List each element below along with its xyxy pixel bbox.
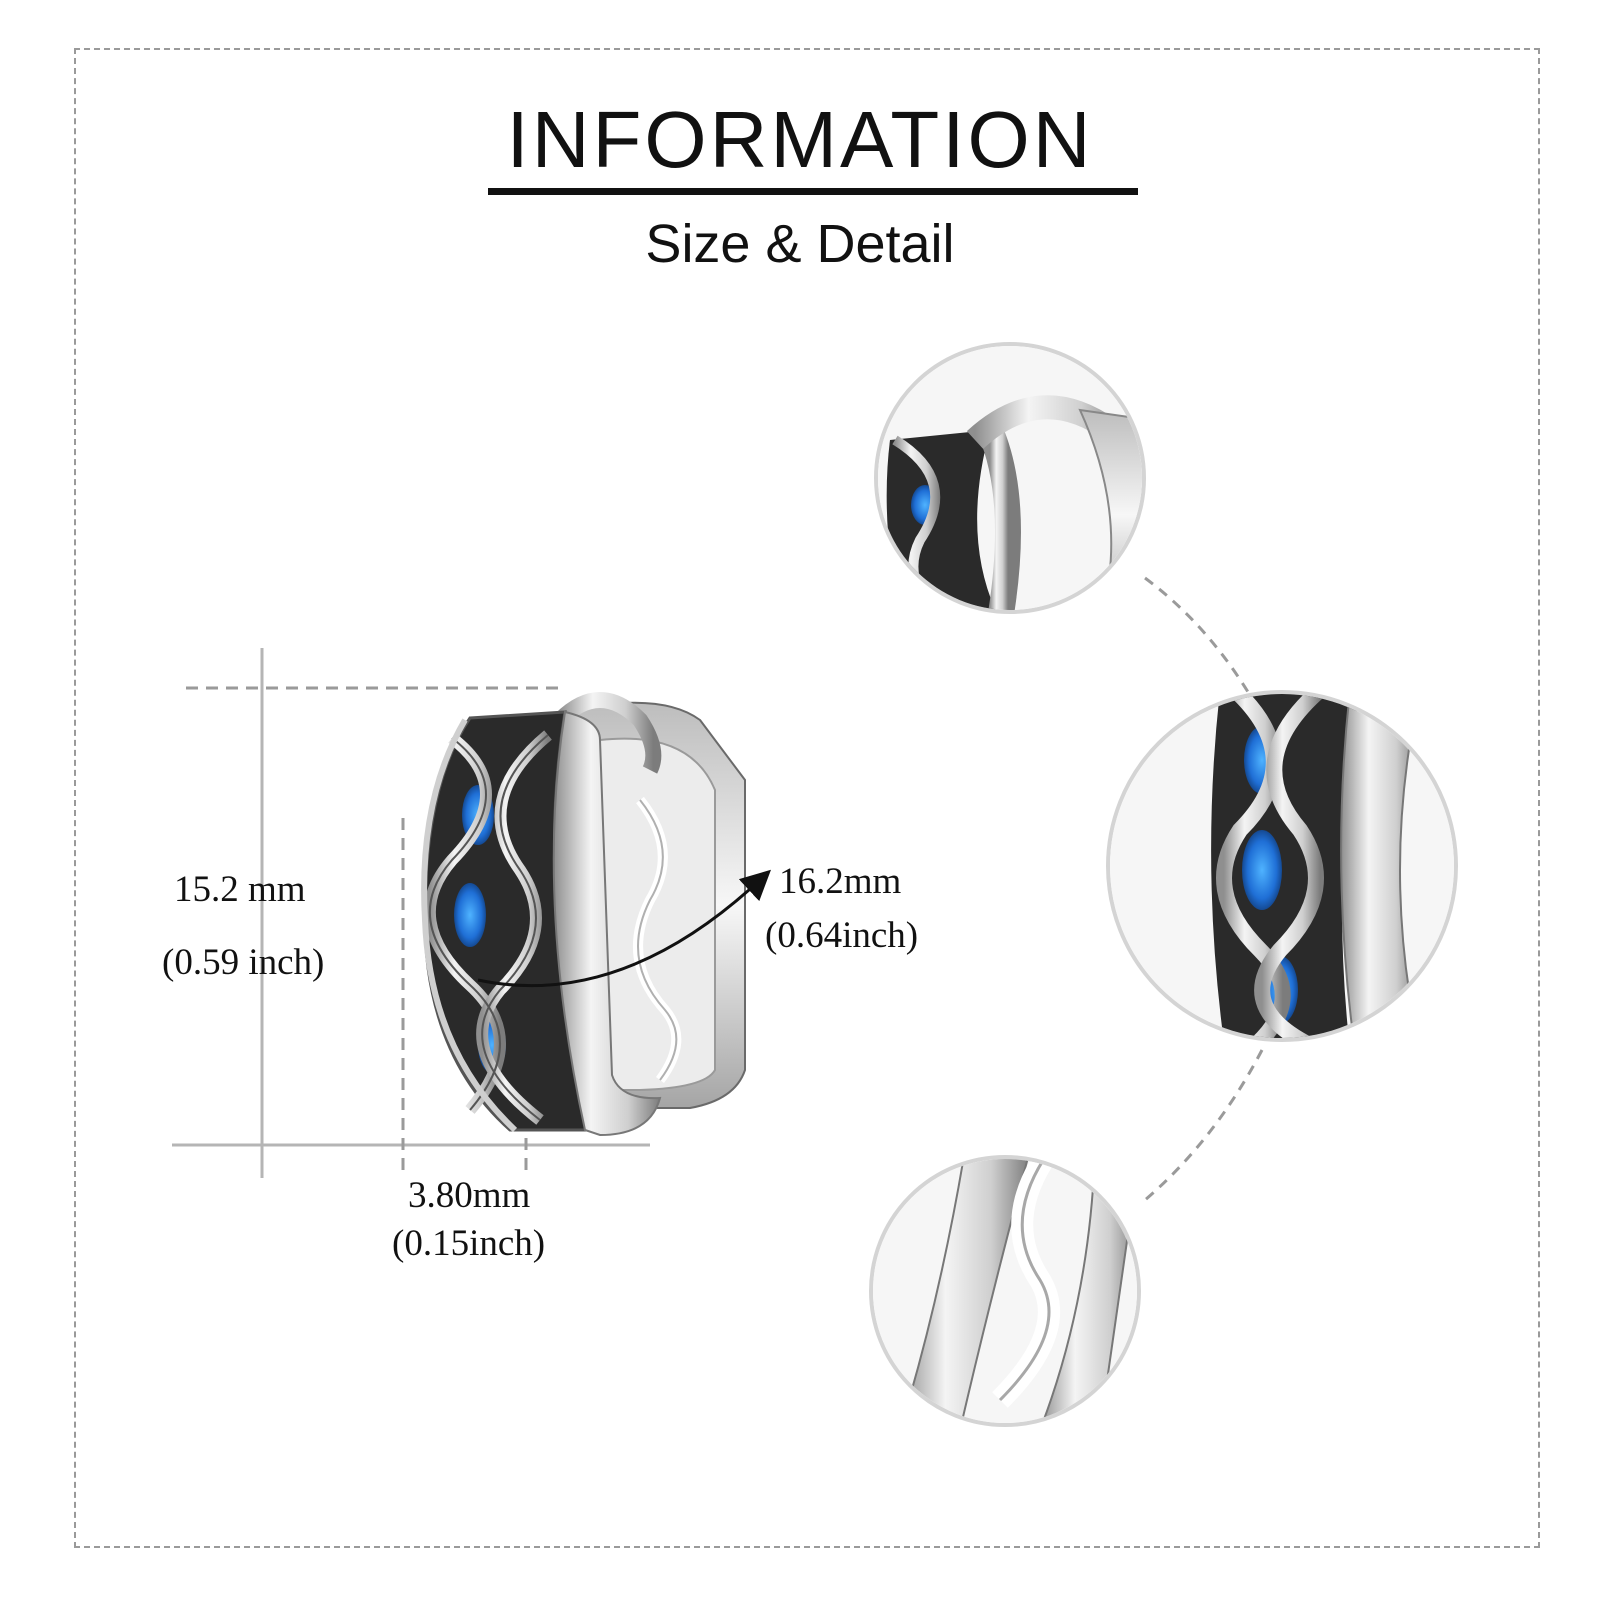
- hoop-earring: [421, 692, 746, 1137]
- detail-circle-hinge: [874, 342, 1146, 614]
- measurement-guides: [172, 648, 650, 1178]
- diameter-inch-label: (0.64inch): [765, 915, 919, 956]
- height-inch-label: (0.59 inch): [162, 942, 325, 983]
- page-subtitle: Size & Detail: [645, 214, 955, 274]
- detail-circle-inner: [869, 1155, 1141, 1427]
- width-inch-label: (0.15inch): [392, 1223, 546, 1264]
- diameter-mm-label: 16.2mm: [779, 861, 902, 902]
- dashed-frame: [74, 48, 1540, 1548]
- height-mm-label: 15.2 mm: [174, 869, 306, 910]
- detail-circle-weave: [1106, 690, 1458, 1042]
- width-mm-label: 3.80mm: [408, 1175, 531, 1216]
- title-underline: [488, 188, 1138, 195]
- detail-connectors: [1144, 576, 1264, 1202]
- page-title: INFORMATION: [506, 95, 1094, 184]
- circumference-arrow: [477, 869, 771, 988]
